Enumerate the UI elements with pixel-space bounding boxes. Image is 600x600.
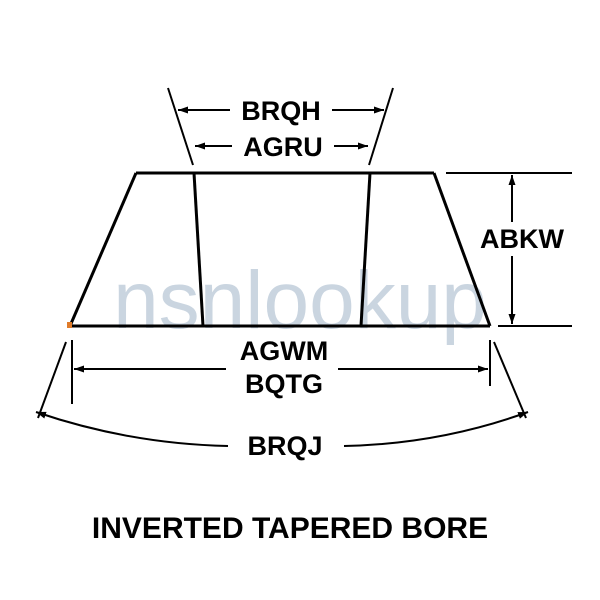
agru-label: AGRU: [243, 132, 323, 162]
bore-left-edge: [192, 172, 205, 327]
corner-mark: [67, 322, 72, 328]
abkw-label: ABKW: [480, 224, 564, 254]
bore-right-edge: [359, 172, 372, 327]
left-side-edge: [68, 172, 138, 327]
brqh-left-extension-line: [167, 87, 194, 166]
brqh-label: BRQH: [241, 96, 321, 126]
right-side-edge: [432, 172, 492, 327]
brqj-right-extension-line: [493, 341, 527, 419]
agwm-label: AGWM: [240, 336, 328, 366]
part-outline: [67, 171, 492, 328]
brqj-left-arc-arrow: [35, 411, 229, 447]
brqj-label: BRQJ: [247, 431, 322, 461]
diagram-caption: INVERTED TAPERED BORE: [92, 512, 488, 545]
brqj-right-arc-arrow: [343, 411, 529, 447]
brqh-right-extension-line: [368, 87, 394, 166]
watermark-text: nsnlookup: [113, 255, 487, 346]
brqj-left-extension-line: [37, 341, 67, 419]
bqtg-label: BQTG: [245, 369, 323, 399]
